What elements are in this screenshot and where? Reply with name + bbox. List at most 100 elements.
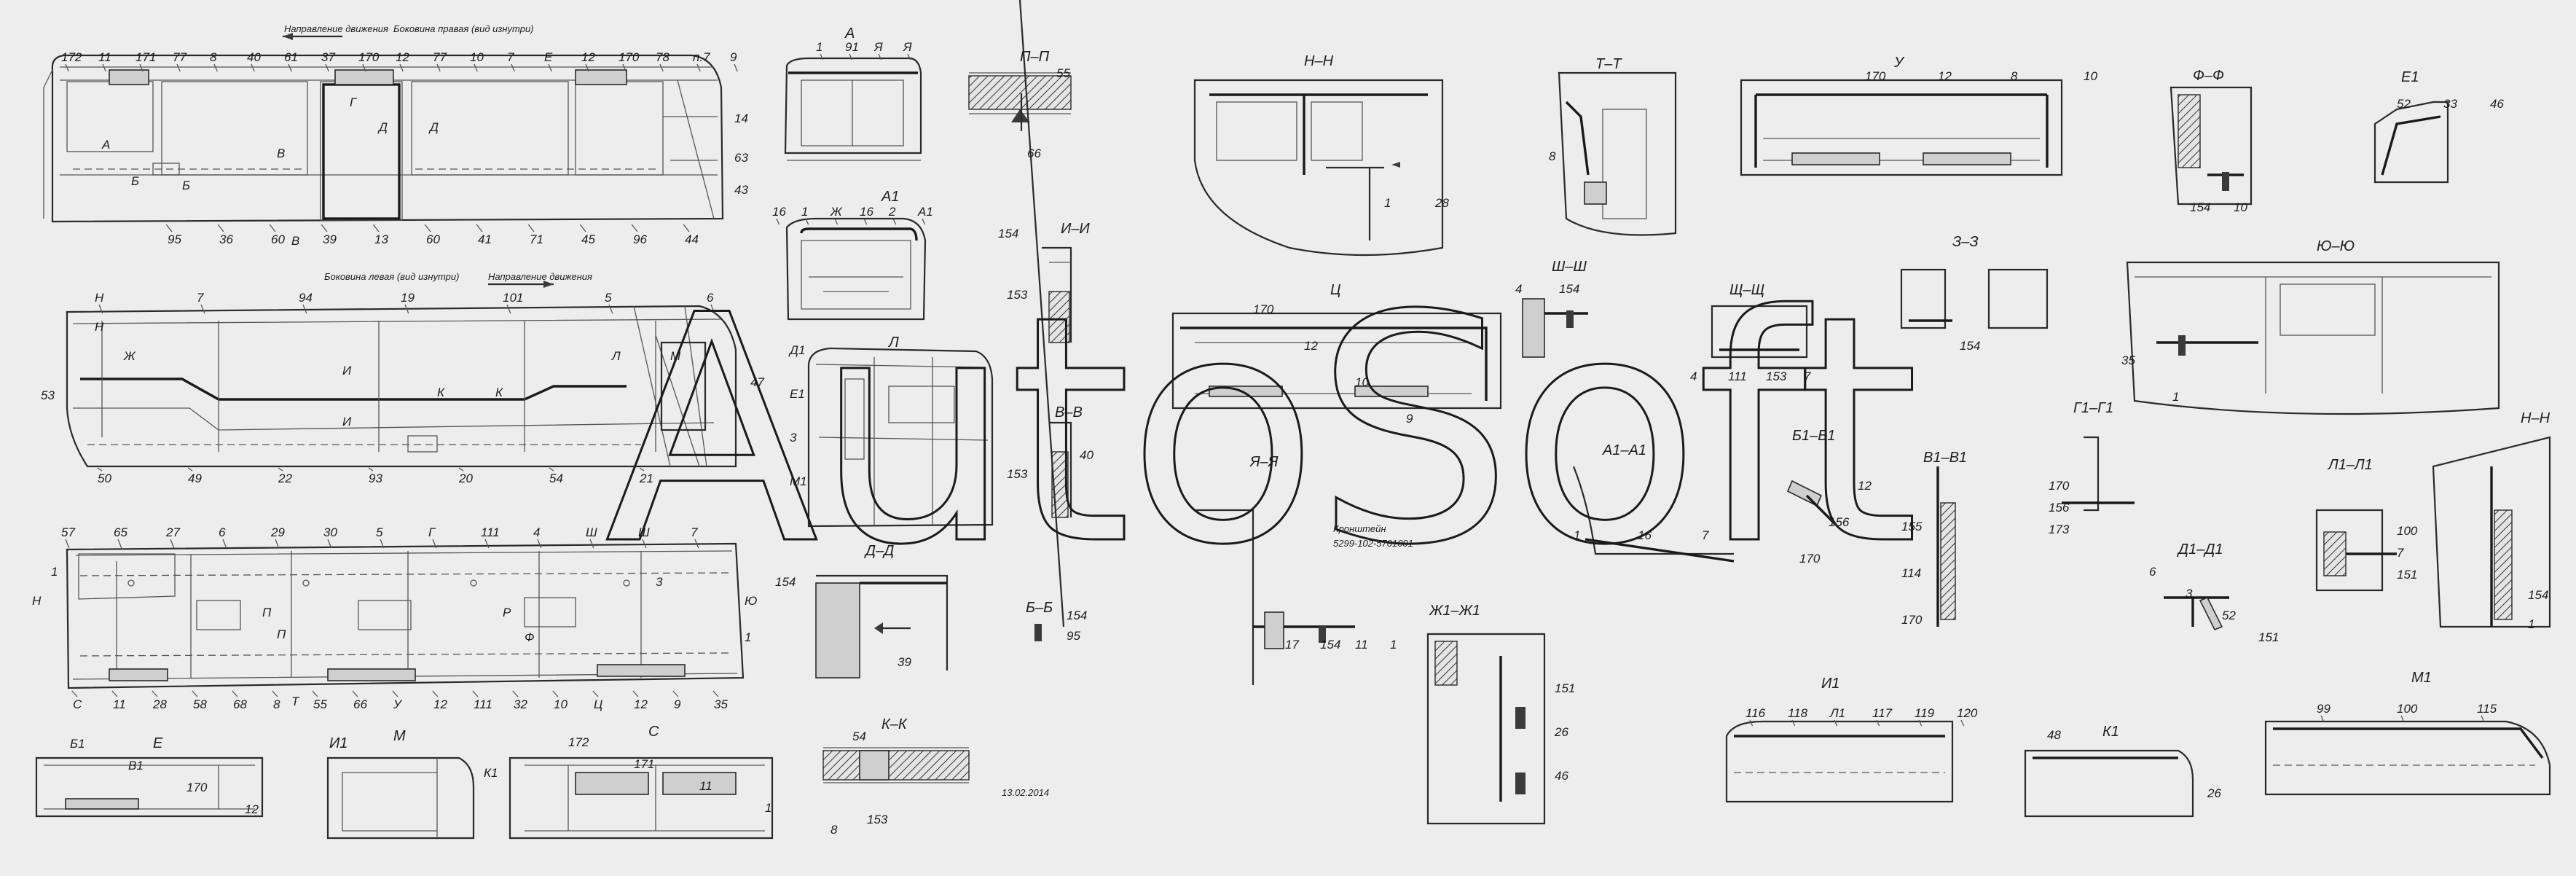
callout-label: Ф	[525, 630, 535, 644]
callout-label: 1	[745, 630, 751, 644]
callout-label: 170	[1253, 302, 1274, 316]
callout-label: 10	[470, 50, 484, 64]
leader-line	[694, 539, 699, 549]
callout-label: 111	[481, 525, 500, 539]
leader-line	[474, 63, 478, 72]
leader-line	[302, 304, 307, 314]
leader-line	[325, 63, 329, 72]
section-title: И1	[1821, 676, 1839, 692]
callout-label: 46	[2490, 97, 2504, 111]
callout-label: Н	[95, 291, 104, 305]
callout-label: 154	[1960, 339, 1980, 353]
callout-label: 6	[707, 291, 714, 305]
callout-label: 1	[801, 205, 808, 219]
callout-label: 78	[656, 50, 669, 64]
callout-label: 6	[2149, 565, 2156, 579]
leader-line	[642, 539, 647, 549]
callout-label: 55	[1056, 66, 1070, 80]
section-title: И1	[329, 735, 347, 751]
callout-label: 65	[114, 525, 127, 539]
callout-label: Г	[428, 525, 436, 539]
callout-label: 29	[270, 525, 285, 539]
callout-label: Л	[611, 349, 621, 363]
leader-line	[1791, 719, 1796, 727]
leader-line	[111, 690, 118, 697]
leader-line	[217, 224, 224, 232]
section-title: М1	[2411, 670, 2432, 686]
callout-label: Л1	[1829, 706, 1845, 720]
leader-line	[176, 63, 181, 72]
section-title: Л	[887, 335, 899, 351]
callout-label: 154	[2528, 588, 2548, 602]
section-title: Е	[153, 735, 163, 751]
watermark: AutoSoft	[605, 249, 1915, 614]
section-title: М	[393, 728, 406, 744]
leader-line	[117, 539, 122, 549]
leader-line	[632, 690, 639, 697]
leader-line	[251, 63, 255, 72]
callout-label: 10	[554, 697, 568, 711]
callout-label: 26	[2207, 786, 2221, 800]
callout-label: 50	[98, 472, 111, 485]
direction-caption: Направление движения	[284, 23, 388, 34]
leader-line	[527, 224, 535, 232]
section-title: Д–Д	[864, 543, 894, 559]
leader-line	[472, 690, 479, 697]
section-title: У	[1893, 55, 1905, 71]
callout-label: 7	[1804, 369, 1811, 383]
callout-label: И	[342, 364, 352, 378]
callout-label: 154	[998, 227, 1018, 240]
leader-line	[275, 539, 280, 549]
direction-caption: Направление движения	[488, 271, 592, 282]
right-side-panel-view: Направление движения Боковина правая (ви…	[43, 23, 748, 248]
leader-line	[672, 690, 679, 697]
callout-label: 60	[271, 232, 285, 246]
callout-label: 1	[2528, 617, 2534, 631]
callout-label: 12	[634, 697, 648, 711]
callout-label: К	[437, 386, 445, 399]
callout-label: 154	[1067, 609, 1087, 622]
callout-label: 153	[867, 813, 888, 826]
leader-line	[65, 539, 70, 549]
leader-line	[458, 467, 464, 472]
section-title: С	[648, 724, 659, 740]
section-title: Б1–Б1	[1792, 428, 1835, 444]
leader-line	[272, 690, 278, 697]
leader-line	[1876, 719, 1880, 727]
leader-line	[327, 539, 332, 549]
callout-label: 21	[639, 472, 653, 485]
callout-label: 153	[1007, 467, 1028, 481]
leader-line	[537, 539, 542, 549]
leader-line	[288, 63, 292, 72]
callout-label: 170	[358, 50, 380, 64]
callout-label: 43	[734, 183, 748, 197]
callout-label: 170	[2049, 479, 2070, 493]
leader-line	[608, 304, 613, 314]
leader-line	[2481, 715, 2485, 722]
callout-label: 151	[1555, 681, 1575, 695]
section-title: Ю–Ю	[2317, 238, 2355, 254]
leader-line	[552, 690, 559, 697]
leader-line	[622, 63, 627, 72]
callout-label: Б	[131, 174, 139, 188]
leader-line	[710, 304, 715, 314]
callout-label: 48	[2047, 728, 2061, 742]
leader-line	[213, 63, 218, 72]
leader-line	[2400, 715, 2405, 722]
callout-label: 10	[2234, 200, 2247, 214]
leader-line	[200, 304, 205, 314]
callout-label: 151	[2258, 630, 2279, 644]
callout-label: 170	[1865, 69, 1886, 83]
